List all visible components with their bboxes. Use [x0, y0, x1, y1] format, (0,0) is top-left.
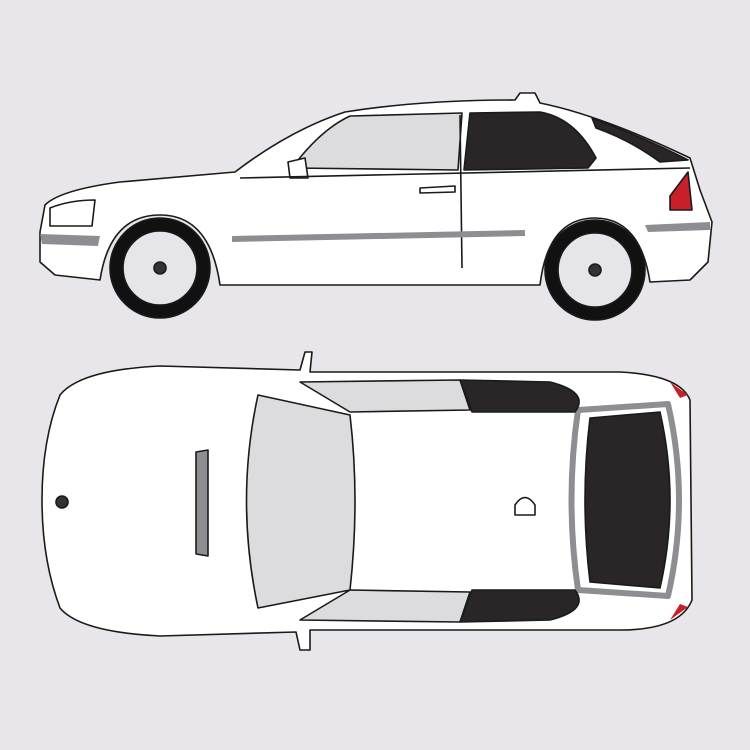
- front-bumper-trim: [40, 234, 100, 246]
- side-trim-strip: [232, 230, 525, 242]
- windshield: [245, 394, 356, 609]
- rear-hub-logo: [588, 263, 602, 277]
- right-tail-light: [670, 604, 688, 620]
- right-rear-window-top: [459, 589, 580, 623]
- rear-wheel: [544, 219, 646, 321]
- roof-antenna: [514, 496, 536, 516]
- left-tail-light: [670, 382, 688, 398]
- rear-window: [584, 411, 671, 589]
- right-side-window-top: [299, 589, 471, 623]
- front-hub-logo: [153, 261, 167, 275]
- top-view: [41, 351, 693, 651]
- rear-side-window: [463, 111, 597, 171]
- headlight: [49, 199, 96, 227]
- left-rear-window-top: [459, 379, 580, 413]
- left-side-window-top: [299, 379, 471, 413]
- mirror: [287, 157, 309, 179]
- hood-vent: [195, 449, 209, 557]
- tail-light: [669, 171, 693, 211]
- hood-logo: [55, 495, 69, 509]
- rear-window-frame: [568, 401, 682, 599]
- beltline: [239, 167, 691, 179]
- door-line: [459, 114, 463, 269]
- side-view: [39, 92, 713, 321]
- front-wheel: [109, 217, 211, 319]
- rear-bumper-trim: [645, 222, 710, 232]
- door-handle: [419, 185, 456, 194]
- top-body: [41, 351, 693, 651]
- front-side-window: [291, 112, 463, 171]
- rear-glass-strip: [591, 117, 689, 163]
